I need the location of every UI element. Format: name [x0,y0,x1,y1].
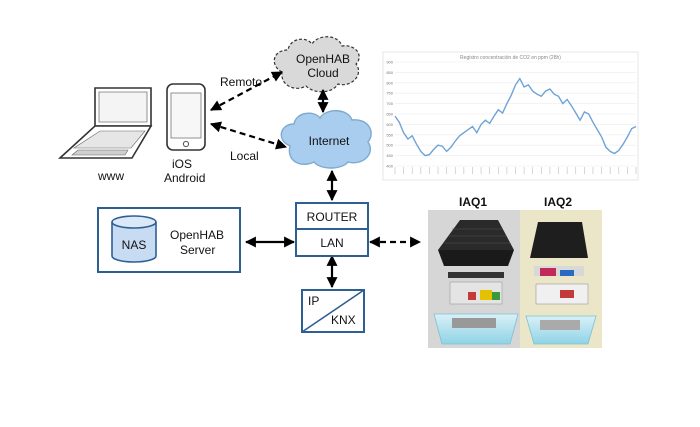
internet-cloud-icon [280,110,372,169]
chart-title: Registro concentración de CO2 en ppm (28… [460,55,561,61]
laptop-label: www [98,169,124,183]
chart-y-tick-label: 450 [386,153,393,158]
phone-label-ios: iOS [172,157,193,171]
chart-y-tick-label: 550 [386,132,393,137]
phone-label-android: Android [164,171,206,185]
link-label-local: Local [230,149,259,163]
openhab-cloud-label-1: OpenHAB [295,52,351,66]
server-label-1: OpenHAB [170,228,225,242]
server-label-2: Server [180,243,216,257]
chart-y-tick-label: 650 [386,112,393,117]
chart-y-tick-label: 400 [386,164,393,169]
smartphone-icon [166,83,206,151]
server-box [97,207,241,273]
link-label-remote: Remoto [220,75,263,89]
gateway-knx-label: KNX [331,313,356,327]
iaq1-label: IAQ1 [459,195,488,209]
internet-cloud-label: Internet [308,134,350,148]
ip-knx-gateway [301,289,365,333]
chart-y-ticks: 400 450 500 550 600 650 700 750 800 850 900 [386,60,393,169]
chart-y-tick-label: 800 [386,80,393,85]
connections [209,71,422,289]
openhab-cloud-label-2: Cloud [307,66,339,80]
iaq2-sensor-image [525,222,597,345]
iaq-sensors-photo [428,210,602,348]
chart-y-tick-label: 700 [386,101,393,106]
lan-label: LAN [320,236,344,250]
chart-x-ticks [394,167,637,174]
iaq2-label: IAQ2 [544,195,573,209]
chart-y-tick-label: 500 [386,143,393,148]
chart-y-tick-label: 850 [386,70,393,75]
chart-grid [395,61,636,167]
chart-y-tick-label: 600 [386,122,393,127]
laptop-icon [57,87,153,159]
chart-y-tick-label: 900 [386,60,393,65]
nas-cylinder-icon [111,215,157,263]
co2-chart: 400 450 500 550 600 650 700 750 800 850 900 [382,51,639,181]
nas-label: NAS [121,238,147,252]
chart-series-line [394,77,637,157]
router-box [295,202,369,257]
chart-y-tick-label: 750 [386,91,393,96]
gateway-ip-label: IP [308,294,320,308]
openhab-cloud-icon [273,36,360,93]
router-label: ROUTER [306,210,358,224]
iaq1-sensor-image [433,220,519,345]
